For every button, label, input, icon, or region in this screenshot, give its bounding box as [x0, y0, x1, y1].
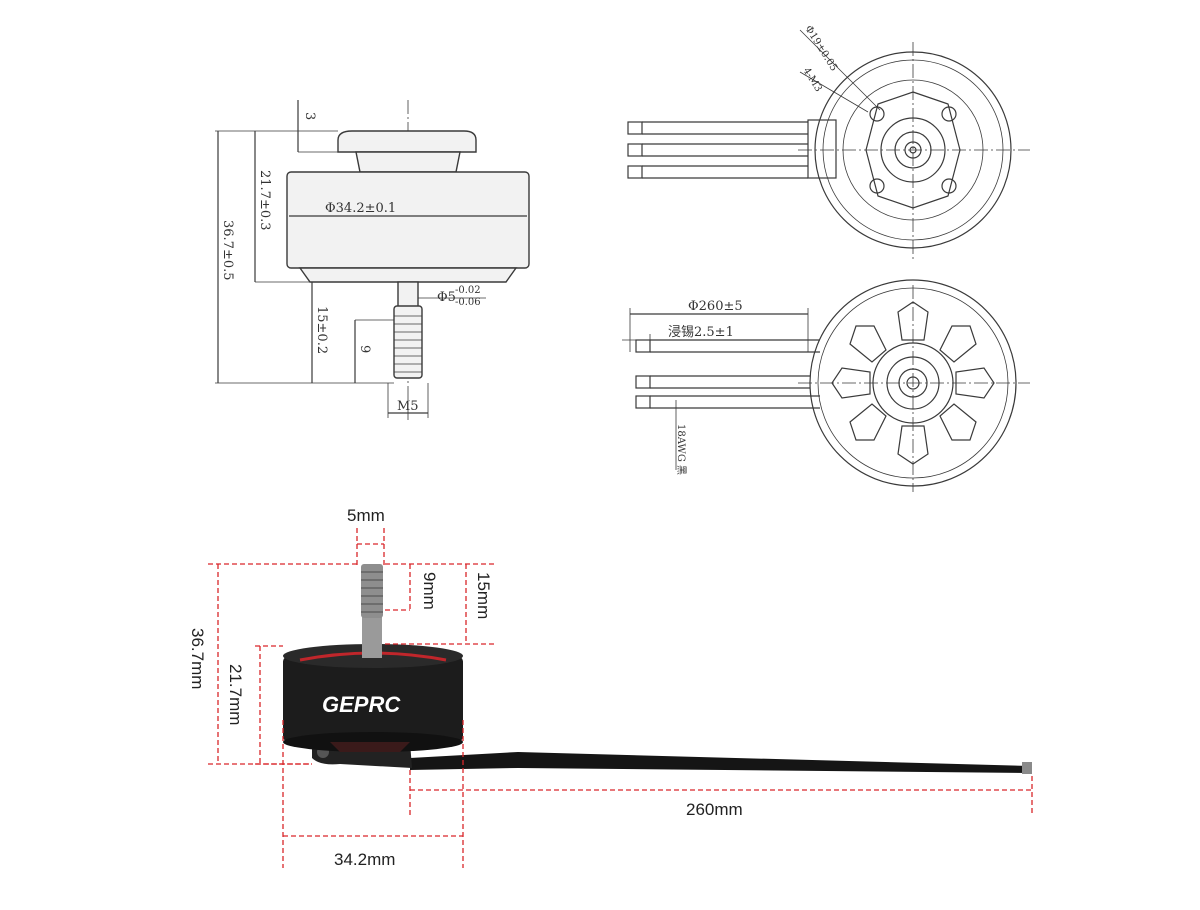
label-body-height: 21.7mm — [226, 664, 245, 725]
top-outer-ring — [814, 51, 1012, 249]
thread-lines — [394, 315, 422, 373]
bottom-spokes — [831, 301, 995, 465]
brand-logo: GEPRC — [322, 692, 401, 717]
label-thread-length: 9mm — [420, 572, 439, 610]
bell-neck — [355, 151, 461, 173]
dim-thread-length-text: 9 — [357, 345, 372, 353]
dim-body-height-text: 21.7±0.3 — [257, 170, 272, 231]
bottom-view: Φ260±5 浸锡2.5±1 18AWG 黑 — [622, 279, 1030, 492]
top-wires — [627, 121, 808, 179]
dim-shaft-tol-lower-text: -0.06 — [455, 297, 481, 308]
bell-cap — [337, 130, 477, 153]
cross-mount — [865, 91, 961, 209]
motor-body — [283, 656, 463, 742]
label-shaft-length: 15mm — [474, 572, 493, 619]
dim-top-text: 3 — [302, 112, 317, 120]
dim-wire-length-text: Φ260±5 — [688, 299, 743, 314]
dim-diameter-text: Φ34.2±0.1 — [325, 201, 396, 216]
mount-hole — [869, 178, 885, 194]
label-wire-length: 260mm — [686, 800, 743, 819]
threaded-shaft — [393, 305, 423, 379]
label-shaft-diameter: 5mm — [347, 506, 385, 525]
dim-holes-text: 4-M3 — [800, 66, 823, 94]
base-ring — [298, 267, 518, 283]
bottom-wires — [635, 339, 820, 409]
wire-exit — [807, 119, 837, 179]
red-dimensions — [208, 528, 1033, 868]
dim-shaft-diameter-text: Φ5 — [437, 290, 456, 305]
dim-shaft-tol-upper-text: -0.02 — [455, 285, 481, 296]
side-view: 3 Φ34.2±0.1 21.7±0.3 36.7±0.5 Φ5 -0.02 -… — [215, 100, 530, 420]
label-diameter: 34.2mm — [334, 850, 395, 869]
dim-tin-length-text: 浸锡2.5±1 — [668, 325, 734, 340]
bottom-outer-ring — [809, 279, 1017, 487]
stator-body — [286, 171, 530, 269]
dim-wire-gauge-text: 18AWG 黑 — [675, 424, 687, 475]
motor-shaft — [362, 616, 382, 658]
label-total-height: 36.7mm — [188, 628, 207, 689]
motor-render: GEPRC 5mm 9mm 15mm 36.7mm — [188, 506, 1033, 869]
top-view: Φ19±0.05 4-M3 — [627, 24, 1030, 262]
motor-wire — [410, 752, 1030, 773]
dim-total-height-text: 36.7±0.5 — [220, 220, 235, 281]
dim-shaft-length-text: 15±0.2 — [314, 306, 329, 354]
dim-thread-text: M5 — [397, 399, 419, 414]
mount-hole — [941, 178, 957, 194]
mount-hole — [941, 106, 957, 122]
